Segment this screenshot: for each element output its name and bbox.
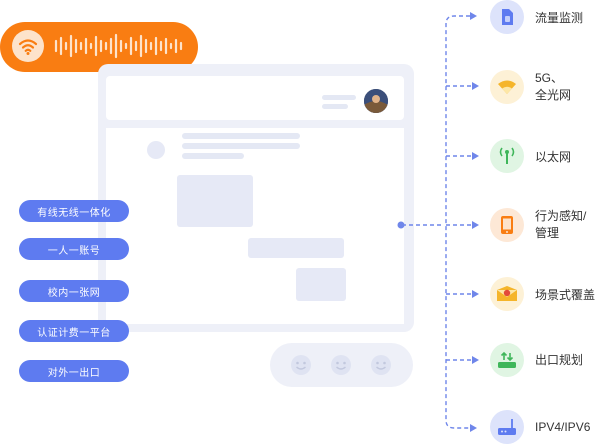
text-line: [182, 143, 300, 149]
connector-dot: [397, 221, 405, 229]
capability-label: 场景式覆盖: [535, 288, 596, 302]
text-line: [182, 133, 300, 139]
capability-label: 行为感知/ 管理: [535, 209, 587, 240]
header-line: [322, 104, 348, 109]
capability-label: 出口规划: [535, 353, 584, 367]
wifi-icon: [12, 30, 44, 62]
capability-label: 5G、 全光网: [535, 71, 572, 102]
router-upload-icon: [490, 343, 524, 377]
smile-icon: [370, 354, 392, 376]
message-block: [177, 175, 253, 227]
smile-icon: [330, 354, 352, 376]
capability-label: 流量监测: [535, 11, 584, 25]
wifi-signal-icon: [490, 70, 524, 104]
feature-pill: 有线无线一体化: [19, 200, 129, 222]
sim-card-icon: [490, 0, 524, 34]
header-line: [322, 95, 356, 100]
chat-avatar-placeholder: [147, 141, 165, 159]
text-line: [182, 153, 244, 159]
message-block: [296, 268, 346, 301]
router-icon: [490, 410, 524, 444]
chat-area: [106, 128, 404, 324]
smile-icon: [290, 354, 312, 376]
capability-label: 以太网: [535, 150, 572, 164]
sound-wave-icon: [54, 30, 186, 62]
antenna-icon: [490, 139, 524, 173]
mobile-phone-icon: [490, 208, 524, 242]
capability-label: IPV4/IPV6: [535, 420, 591, 434]
message-block: [248, 238, 344, 258]
feature-pill: 认证计费一平台: [19, 320, 129, 342]
envelope-badge-icon: [490, 277, 524, 311]
avatar: [364, 89, 388, 113]
feature-pill: 校内一张网: [19, 280, 129, 302]
feature-pill: 一人一账号: [19, 238, 129, 260]
feature-pill: 对外一出口: [19, 360, 129, 382]
